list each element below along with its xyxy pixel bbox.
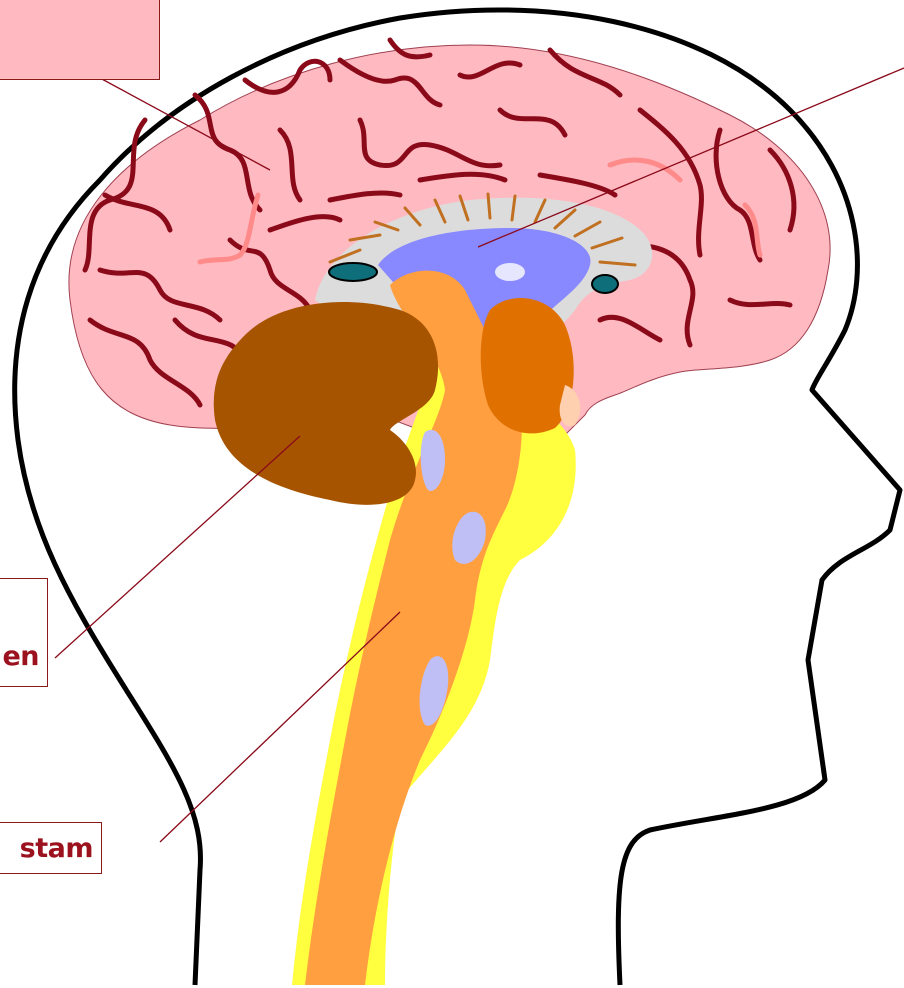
label-box-cerebellum: en: [0, 578, 48, 687]
ventricle-dot: [495, 263, 525, 281]
thalamus: [481, 298, 574, 433]
label-brainstem-text: stam: [20, 833, 93, 864]
label-box-cortex: [0, 0, 160, 80]
label-cerebellum-text: en: [2, 641, 39, 672]
pointer-cerebellum: [55, 436, 300, 658]
plexus-dot-left: [329, 263, 377, 281]
plexus-dot-right: [592, 275, 618, 293]
label-box-brainstem: stam: [0, 822, 102, 874]
